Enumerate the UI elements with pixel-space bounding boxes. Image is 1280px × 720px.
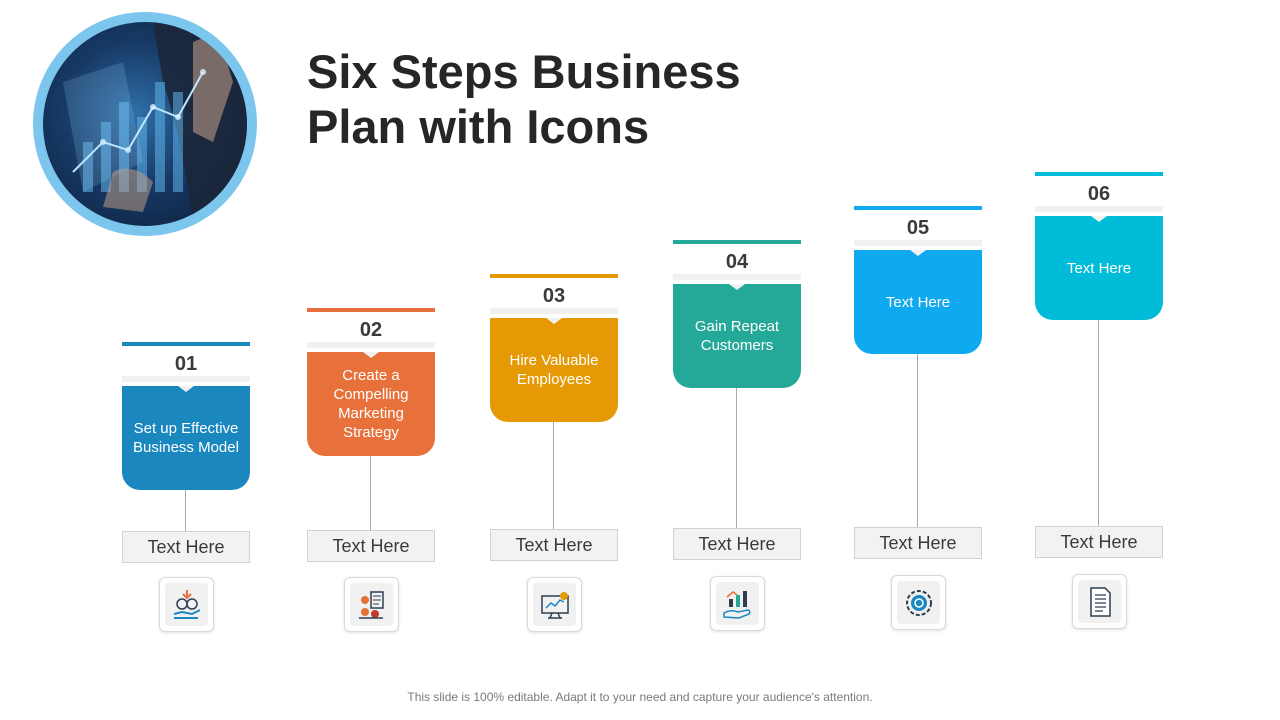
step-5-label-box: Text Here <box>854 527 982 559</box>
gear-icon <box>905 589 932 616</box>
step-5-label: Text Here <box>879 532 957 553</box>
step-5-card-text: Text Here <box>885 293 951 311</box>
step-3-connector <box>553 422 554 529</box>
step-4-notch <box>729 284 745 290</box>
step-4-number-box: 04 <box>673 244 801 280</box>
step-1-label: Text Here <box>147 536 225 557</box>
step-2-connector <box>370 456 371 530</box>
step-4-label-box: Text Here <box>673 528 801 560</box>
step-3-number-box: 03 <box>490 278 618 314</box>
step-6-notch <box>1091 216 1107 222</box>
step-2-icon-box <box>344 577 399 632</box>
step-3-card-text: Hire Valuable Employees <box>509 352 599 388</box>
step-1-label-box: Text Here <box>122 531 250 563</box>
step-5-notch <box>910 250 926 256</box>
step-6-icon-box <box>1072 574 1127 629</box>
step-1-icon-box <box>159 577 214 632</box>
step-1-number-box: 01 <box>122 346 250 382</box>
step-6-card: Text Here <box>1035 216 1163 320</box>
step-6-connector <box>1098 320 1099 526</box>
step-2-label: Text Here <box>332 535 410 556</box>
document-icon <box>1089 586 1111 617</box>
step-1-card-text: Set up Effective Business Model <box>133 420 239 456</box>
footer-note: This slide is 100% editable. Adapt it to… <box>407 690 873 704</box>
step-6-card-text: Text Here <box>1066 259 1132 277</box>
step-3-bar <box>490 274 618 278</box>
hand-growth-icon <box>722 590 751 619</box>
step-5-number-box: 05 <box>854 210 982 246</box>
step-4-card-text: Gain Repeat Customers <box>694 318 780 354</box>
step-4-bar <box>673 240 801 244</box>
step-5-card: Text Here <box>854 250 982 354</box>
marketing-strategy-icon <box>358 590 384 619</box>
step-4-label: Text Here <box>698 533 776 554</box>
step-4-card: Gain Repeat Customers <box>673 284 801 388</box>
step-3-label: Text Here <box>515 534 593 555</box>
step-4-icon-box <box>710 576 765 631</box>
step-3-icon-box <box>527 577 582 632</box>
step-1-notch <box>178 386 194 392</box>
step-1-bar <box>122 342 250 346</box>
monitor-chart-icon <box>540 591 569 619</box>
step-2-card-text: Create a Compelling Marketing Strategy <box>333 367 409 441</box>
step-5-number: 05 <box>906 217 930 239</box>
step-2-number: 02 <box>359 319 383 341</box>
step-6-number: 06 <box>1087 183 1111 205</box>
step-3-card: Hire Valuable Employees <box>490 318 618 422</box>
step-3-number: 03 <box>542 285 566 307</box>
hand-money-icon <box>173 589 200 619</box>
step-5-icon-box <box>891 575 946 630</box>
step-4-number: 04 <box>725 251 749 273</box>
step-1-connector <box>185 490 186 531</box>
step-2-label-box: Text Here <box>307 530 435 562</box>
step-2-card: Create a Compelling Marketing Strategy <box>307 352 435 456</box>
step-1-number: 01 <box>174 353 198 375</box>
step-3-notch <box>546 318 562 324</box>
page-title: Six Steps Business Plan with Icons <box>307 45 741 153</box>
step-6-label-box: Text Here <box>1035 526 1163 558</box>
step-6-bar <box>1035 172 1163 176</box>
header-photo <box>33 12 257 236</box>
step-6-label: Text Here <box>1060 531 1138 552</box>
step-2-number-box: 02 <box>307 312 435 348</box>
step-2-notch <box>363 352 379 358</box>
step-1-card: Set up Effective Business Model <box>122 386 250 490</box>
business-chart-photo <box>43 22 247 226</box>
step-5-bar <box>854 206 982 210</box>
step-3-label-box: Text Here <box>490 529 618 561</box>
step-4-connector <box>736 388 737 528</box>
step-6-number-box: 06 <box>1035 176 1163 212</box>
step-5-connector <box>917 354 918 527</box>
step-2-bar <box>307 308 435 312</box>
